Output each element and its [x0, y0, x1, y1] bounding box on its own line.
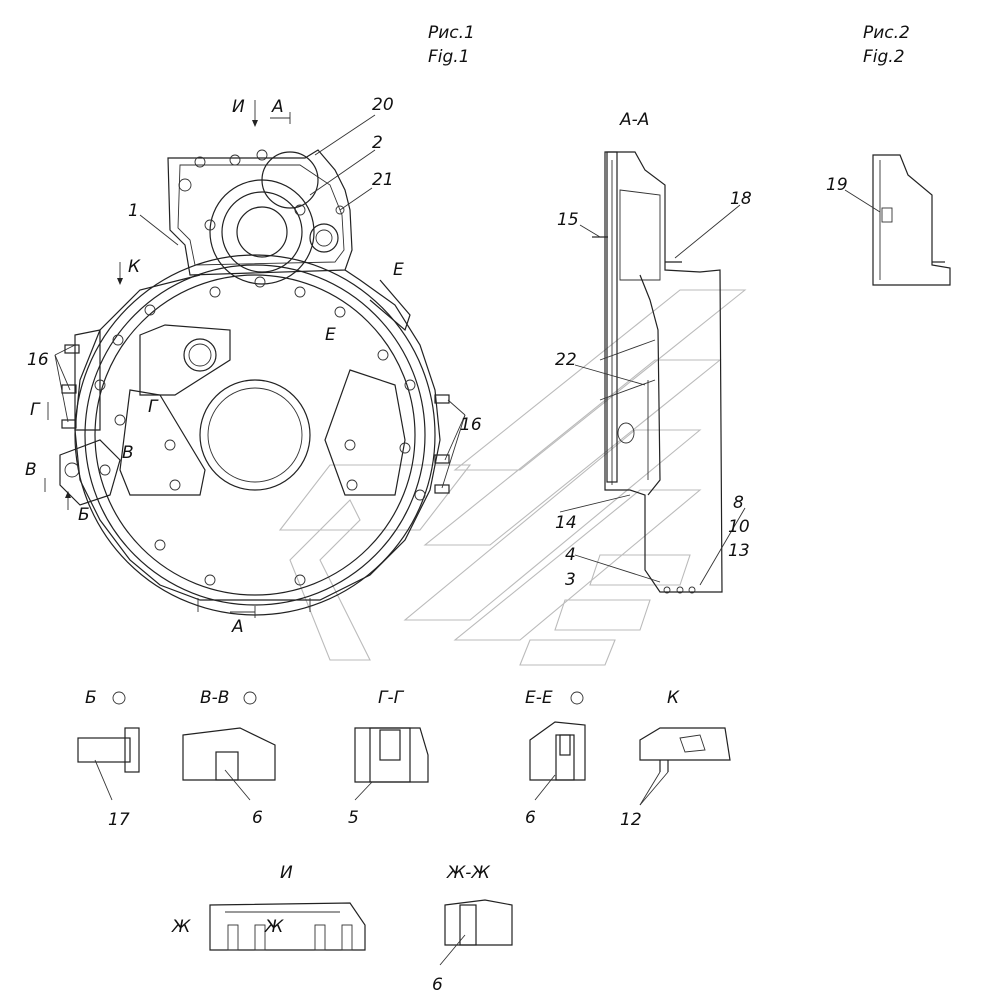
part-2: 2	[372, 133, 383, 153]
marker-e-inner: Е	[325, 325, 336, 345]
marker-b: Б	[78, 505, 90, 525]
detail-gg-drawing	[354, 727, 429, 783]
part-17: 17	[108, 810, 130, 830]
fig2-caption-en: Fig.2	[863, 47, 905, 67]
fig2-detail-drawing	[872, 154, 951, 286]
view-k-title: К	[667, 688, 680, 708]
marker-i: И	[232, 97, 245, 117]
marker-k: К	[128, 257, 141, 277]
rotation-icons	[112, 691, 584, 705]
fig2-caption-ru: Рис.2	[863, 23, 910, 43]
marker-g-left: Г	[30, 400, 41, 420]
view-b-title: Б	[85, 688, 97, 708]
section-zhzh-title: Ж-Ж	[446, 863, 490, 883]
part-20: 20	[372, 95, 394, 115]
detail-zhzh-drawing	[444, 899, 513, 946]
direction-arrows	[44, 100, 291, 618]
part-10: 10	[728, 517, 750, 537]
marker-zh-left: Ж	[171, 917, 191, 937]
part-14: 14	[555, 513, 577, 533]
detail-i-drawing	[209, 902, 366, 951]
marker-v-inner: В	[122, 443, 134, 463]
marker-a-top: А	[271, 97, 284, 117]
part-6-vv: 6	[252, 808, 263, 828]
part-3: 3	[565, 570, 576, 590]
section-a-a-drawing	[592, 151, 723, 594]
part-6-zhzh: 6	[432, 975, 443, 995]
marker-v-left: В	[25, 460, 37, 480]
part-6-ee: 6	[525, 808, 536, 828]
detail-b-drawing	[77, 727, 140, 773]
flywheel-housing-front-view	[59, 149, 450, 616]
part-8: 8	[733, 493, 744, 513]
marker-zh-right: Ж	[264, 917, 284, 937]
part-18: 18	[730, 189, 752, 209]
marker-a-bottom: А	[231, 617, 244, 637]
marker-g-inner: Г	[148, 397, 159, 417]
section-vv-title: В-В	[200, 688, 229, 708]
part-4: 4	[565, 545, 576, 565]
part-15: 15	[557, 210, 579, 230]
fig1-caption-ru: Рис.1	[428, 23, 475, 43]
detail-vv-drawing	[182, 727, 276, 781]
part-21: 21	[372, 170, 394, 190]
part-19: 19	[826, 175, 848, 195]
section-gg-title: Г-Г	[378, 688, 405, 708]
section-ee-title: Е-Е	[525, 688, 553, 708]
watermark-logo	[278, 289, 747, 666]
part-16-left: 16	[27, 350, 49, 370]
part-16-right: 16	[460, 415, 482, 435]
marker-e-right: Е	[393, 260, 404, 280]
fig1-caption-en: Fig.1	[428, 47, 470, 67]
view-i-title: И	[280, 863, 293, 883]
part-12: 12	[620, 810, 642, 830]
detail-ee-drawing	[529, 721, 586, 781]
detail-k-drawing	[639, 727, 731, 772]
part-22: 22	[555, 350, 577, 370]
section-aa-title: А-А	[619, 110, 649, 130]
part-5: 5	[348, 808, 359, 828]
leader-lines	[54, 114, 881, 966]
part-1: 1	[128, 201, 139, 221]
part-13: 13	[728, 541, 750, 561]
